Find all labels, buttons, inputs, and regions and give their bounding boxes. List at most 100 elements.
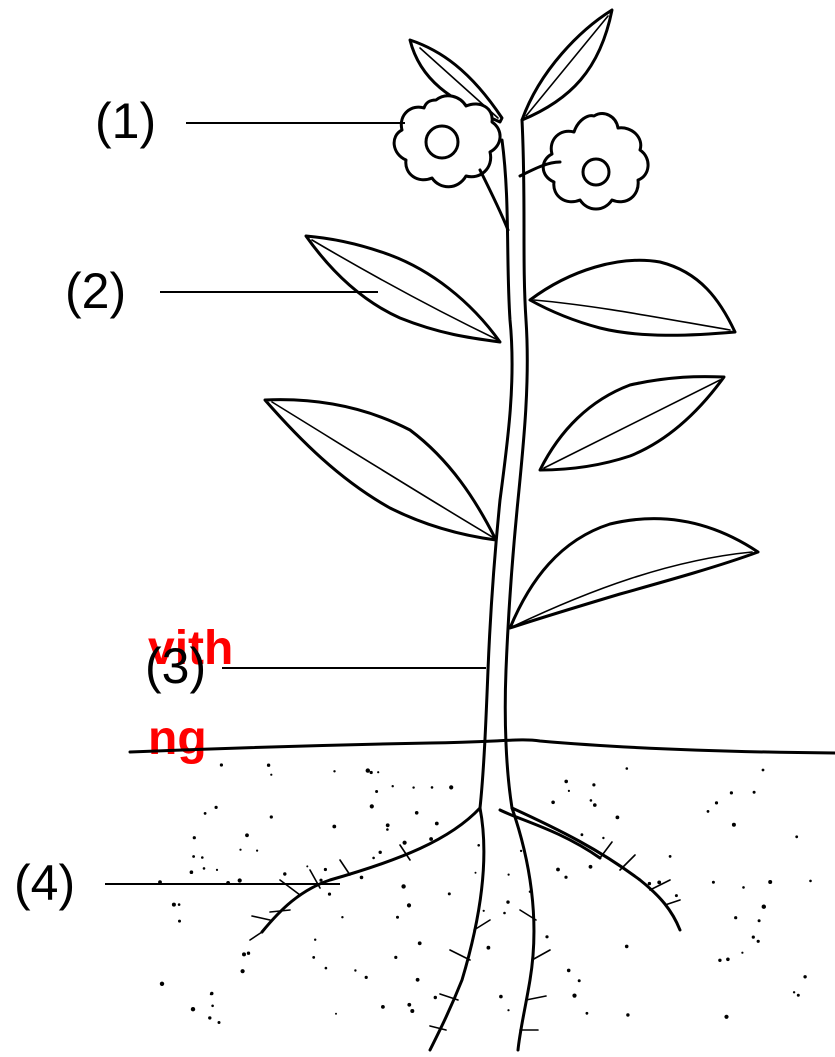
soil-dot xyxy=(193,836,196,839)
soil-dot xyxy=(191,1007,195,1011)
soil-dot xyxy=(752,936,755,939)
soil-dot xyxy=(797,994,800,997)
soil-dot xyxy=(431,786,434,789)
soil-dot xyxy=(324,868,327,871)
soil-dot xyxy=(499,995,503,999)
soil-dot xyxy=(741,952,743,954)
soil-dot xyxy=(203,867,206,870)
soil-dot xyxy=(216,869,218,871)
soil-dot xyxy=(178,920,181,923)
soil-dot xyxy=(365,976,368,979)
soil-dot xyxy=(333,770,335,772)
soil-dot xyxy=(793,991,795,993)
soil-dot xyxy=(578,979,581,982)
soil-dot xyxy=(551,801,555,805)
soil-dot xyxy=(429,837,433,841)
soil-dot xyxy=(415,811,419,815)
soil-dot xyxy=(753,791,756,794)
soil-dot xyxy=(394,956,397,959)
soil-dot xyxy=(392,785,394,787)
soil-dot xyxy=(568,790,570,792)
soil-dot xyxy=(506,900,509,903)
soil-dot xyxy=(435,822,439,826)
soil-dot xyxy=(715,801,718,804)
soil-dot xyxy=(726,958,730,962)
soil-dot xyxy=(381,1005,385,1009)
soil-dot xyxy=(757,940,760,943)
soil-dot xyxy=(803,975,806,978)
soil-dot xyxy=(190,870,194,874)
soil-dot xyxy=(416,978,420,982)
soil-dot xyxy=(758,919,761,922)
soil-dots xyxy=(158,763,812,1024)
soil-dot xyxy=(312,956,315,959)
cut-off-red-text-line2: ng xyxy=(148,712,207,765)
soil-line xyxy=(130,740,835,753)
leaf-top-right-vein xyxy=(526,16,608,116)
soil-dot xyxy=(795,835,798,838)
soil-dot xyxy=(354,969,356,971)
flower-left-stalk xyxy=(480,170,508,230)
soil-dot xyxy=(328,893,331,896)
soil-dot xyxy=(762,905,766,909)
soil-dot xyxy=(220,763,223,766)
soil-dot xyxy=(707,810,710,813)
soil-dot xyxy=(657,881,661,885)
soil-dot xyxy=(332,825,336,829)
soil-dot xyxy=(372,857,375,860)
soil-dot xyxy=(586,1012,589,1015)
soil-dot xyxy=(178,903,181,906)
soil-dot xyxy=(508,874,510,876)
soil-dot xyxy=(403,841,407,845)
soil-dot xyxy=(386,828,389,831)
soil-dot xyxy=(360,876,364,880)
soil-dot xyxy=(396,916,399,919)
soil-dot xyxy=(270,774,272,776)
soil-dot xyxy=(375,790,378,793)
soil-dot xyxy=(386,823,390,827)
soil-dot xyxy=(602,837,604,839)
soil-dot xyxy=(242,952,246,956)
soil-dot xyxy=(625,945,629,949)
soil-dot xyxy=(239,849,241,851)
soil-dot xyxy=(669,855,672,858)
soil-dot xyxy=(238,878,242,882)
leaf-upper-right xyxy=(530,260,735,335)
soil-dot xyxy=(418,941,422,945)
soil-dot xyxy=(218,1021,221,1024)
roots xyxy=(250,808,680,1050)
soil-dot xyxy=(215,806,218,809)
soil-dot xyxy=(407,903,411,907)
soil-dot xyxy=(762,769,765,772)
soil-dot xyxy=(648,882,651,885)
soil-dot xyxy=(410,1009,414,1013)
soil-dot xyxy=(325,967,328,970)
soil-dot xyxy=(401,884,405,888)
soil-dot xyxy=(768,880,772,884)
soil-dot xyxy=(581,833,584,836)
soil-dot xyxy=(593,803,597,807)
soil-dot xyxy=(434,996,437,999)
label-1: (1) xyxy=(95,93,156,149)
soil-dot xyxy=(477,844,480,847)
soil-dot xyxy=(306,865,308,867)
soil-dot xyxy=(314,939,316,941)
soil-dot xyxy=(475,872,477,874)
soil-dot xyxy=(172,903,176,907)
soil-dot xyxy=(520,850,522,852)
soil-dot xyxy=(319,879,322,882)
soil-dot xyxy=(267,764,270,767)
soil-dot xyxy=(732,823,736,827)
soil-dot xyxy=(379,851,382,854)
soil-dot xyxy=(245,833,249,837)
soil-dot xyxy=(556,868,560,872)
soil-dot xyxy=(256,850,258,852)
soil-dot xyxy=(201,856,204,859)
flower-left xyxy=(394,96,500,187)
soil-dot xyxy=(247,952,250,955)
soil-dot xyxy=(564,780,568,784)
soil-dot xyxy=(204,812,207,815)
label-4: (4) xyxy=(14,855,75,911)
soil-dot xyxy=(572,994,576,998)
